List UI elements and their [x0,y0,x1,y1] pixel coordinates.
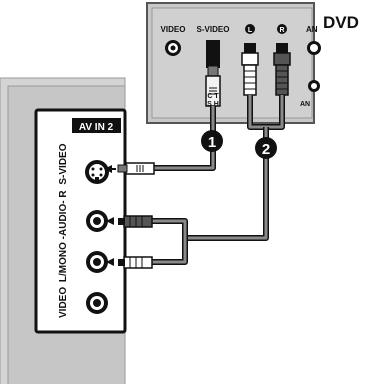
tv-side-label: VIDEO L/MONO -AUDIO- R S-VIDEO [58,143,69,318]
label-r: R [58,190,69,198]
step-1-marker: 1 [201,130,223,152]
rca-plug-left-dvd [241,43,259,96]
dvd-svideo-label: S-VIDEO [197,25,230,34]
step-2-marker: 2 [255,137,277,159]
svideo-plug-tv [117,162,155,175]
av-in-2-label: AV IN 2 [79,122,114,133]
tv-audio-r-jack[interactable] [86,210,108,232]
label-video: VIDEO [58,287,69,318]
rca-plug-right-tv [118,215,153,228]
tv-audio-l-jack[interactable] [86,251,108,273]
label-lmono: L/MONO [58,242,69,282]
dvd-partial-bottom-label: AN [300,101,310,108]
dvd-switch-label-2: S H [207,101,219,108]
svideo-plug-dvd [205,40,221,107]
dvd-brand-label: DVD [323,13,359,32]
dvd-switch-label-1: C T [207,93,219,100]
rca-plug-left-tv [118,256,153,269]
audio-l-arrow [106,258,114,266]
svideo-cable [150,106,216,171]
label-audio: -AUDIO- [58,200,69,239]
dvd-right-label: R [279,27,284,34]
dvd-video-label: VIDEO [161,25,186,34]
label-svideo: S-VIDEO [58,143,69,184]
av-in-2-header [72,118,121,133]
step-2-label: 2 [262,141,270,158]
dvd-video-jack[interactable] [165,40,181,56]
svg-text:VIDEO L/MONO -AUDI: VIDEO L/MONO -AUDIO- R S-VIDEO [58,143,69,318]
tv-video-jack[interactable] [86,292,108,314]
audio-r-arrow [106,217,114,225]
audio-cable [150,95,285,265]
dvd-partial-top-label: AN [306,25,318,34]
tv-svideo-jack[interactable] [85,160,109,184]
rca-plug-right-dvd [273,43,291,96]
dvd-left-label: L [248,27,253,34]
step-1-label: 1 [208,134,216,151]
dvd-partial-jack[interactable] [307,41,321,92]
